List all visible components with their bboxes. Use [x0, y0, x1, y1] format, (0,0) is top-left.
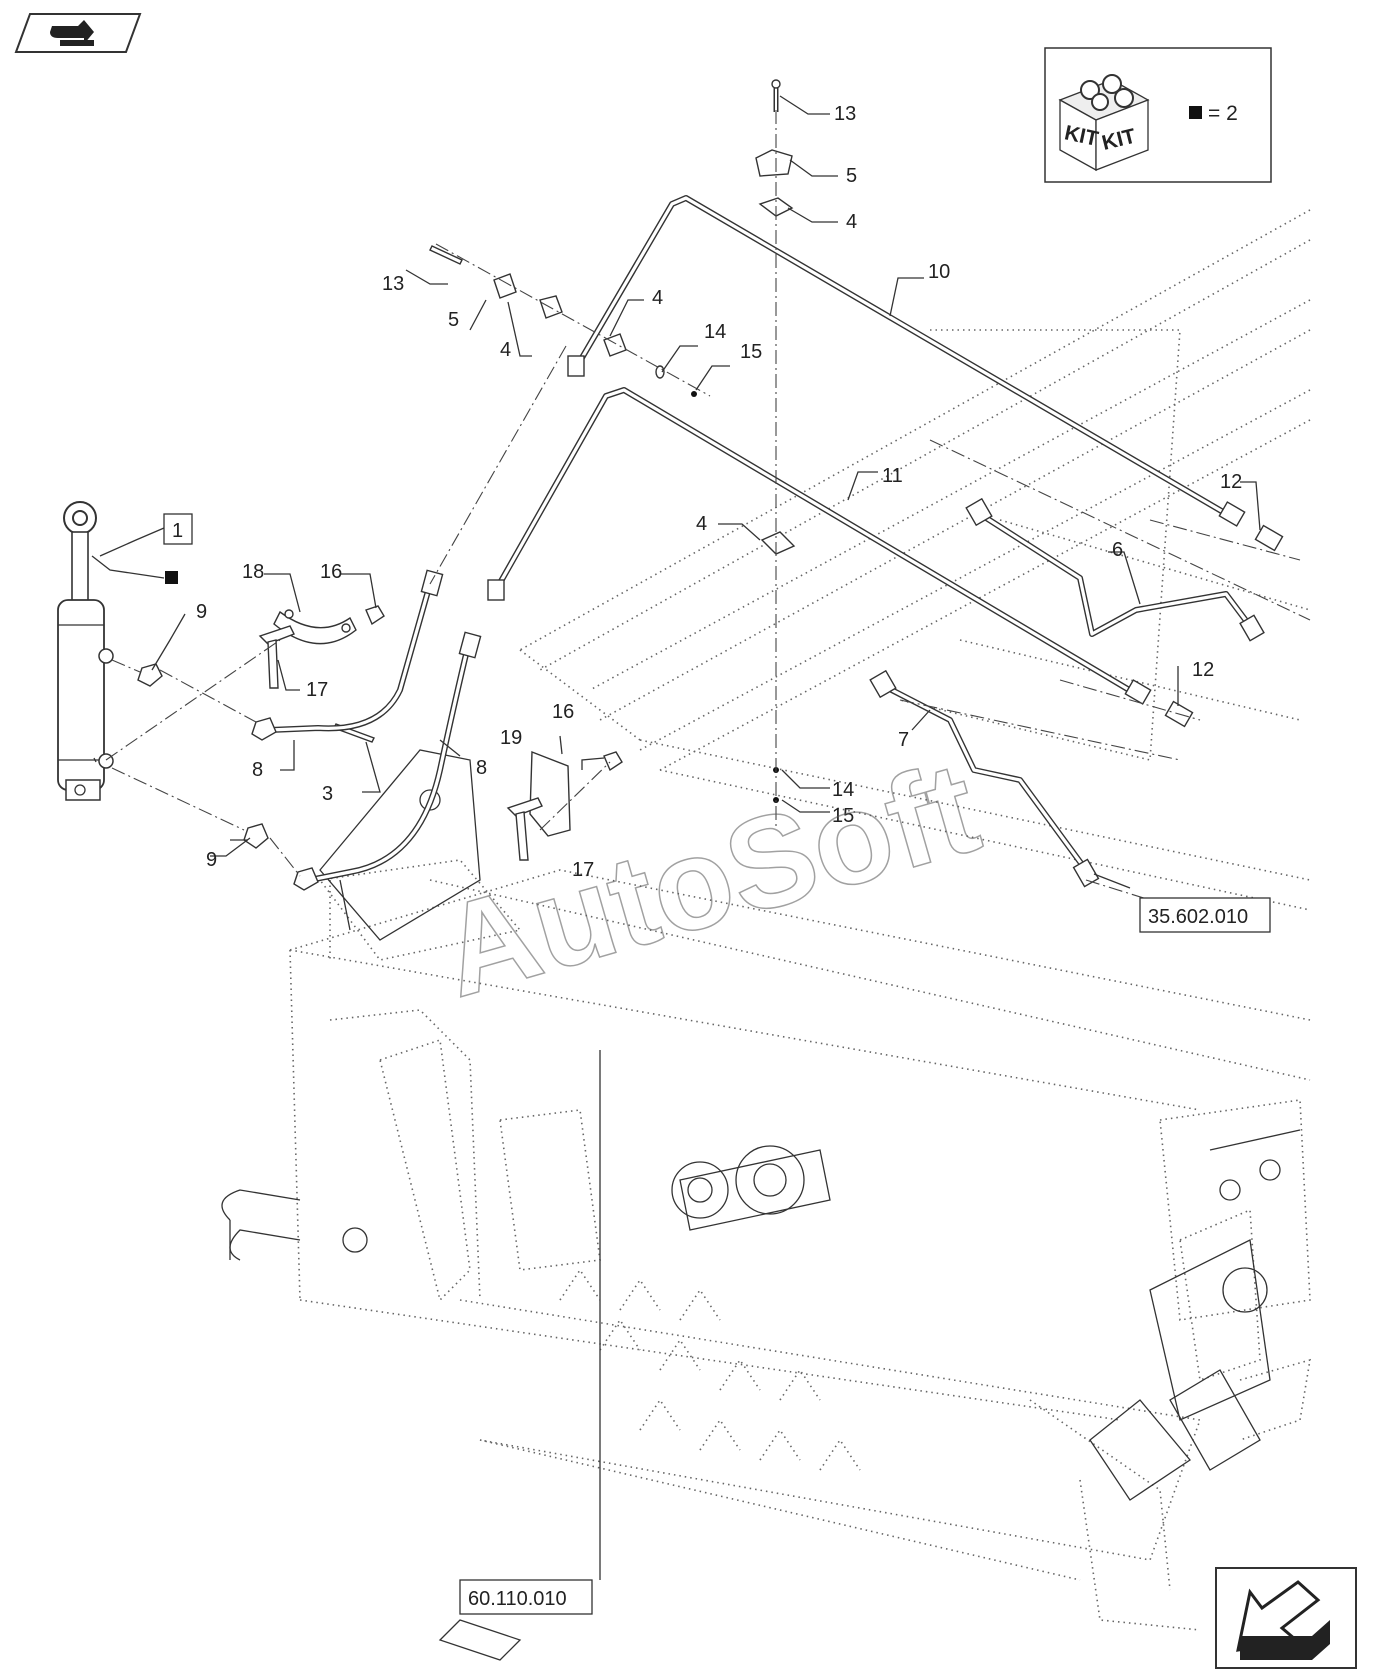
callout-5-left[interactable]: 5: [448, 309, 459, 331]
pin-upper[interactable]: [258, 625, 295, 689]
hose-lower[interactable]: [293, 631, 482, 891]
callout-18[interactable]: 18: [242, 561, 264, 583]
kit-box: KIT KIT = 2: [1044, 47, 1272, 183]
reference-bottom[interactable]: 60.110.010: [459, 1579, 593, 1615]
callout-8-lower[interactable]: 8: [476, 757, 487, 779]
callout-15-upper[interactable]: 15: [740, 341, 762, 363]
reference-right[interactable]: 35.602.010: [1139, 897, 1271, 933]
mount-bracket: [319, 749, 1271, 1421]
bracket-plate-19[interactable]: [529, 750, 571, 837]
reference-bottom-label[interactable]: 60.110.010: [468, 1588, 567, 1610]
pipe-6[interactable]: [965, 497, 1265, 642]
hose-upper[interactable]: [251, 569, 444, 741]
kit-marker: [1189, 106, 1202, 119]
callout-14-lower[interactable]: 14: [832, 779, 854, 801]
callout-19[interactable]: 19: [500, 727, 522, 749]
callout-13-left[interactable]: 13: [382, 273, 404, 295]
pointing-hand-icon: [50, 20, 94, 46]
callout-9-upper[interactable]: 9: [196, 601, 207, 623]
clip-set-left[interactable]: [429, 245, 697, 397]
bolt-lower[interactable]: [603, 751, 623, 772]
callout-3[interactable]: 3: [322, 783, 333, 805]
callout-8-upper[interactable]: 8: [252, 759, 263, 781]
hydraulic-cylinder[interactable]: [57, 501, 114, 801]
callout-4-lower[interactable]: 4: [696, 513, 707, 535]
callout-4-top[interactable]: 4: [846, 211, 857, 233]
fitting-upper[interactable]: [137, 663, 163, 687]
callout-13-top[interactable]: 13: [834, 103, 856, 125]
callout-12-lower[interactable]: 12: [1192, 659, 1214, 681]
machine-frame: [289, 209, 1311, 1631]
callout-17-upper[interactable]: 17: [306, 679, 328, 701]
callout-15-lower[interactable]: 15: [832, 805, 854, 827]
clamp[interactable]: [273, 609, 357, 645]
callout-5-top[interactable]: 5: [846, 165, 857, 187]
assembly-lines: [105, 110, 1311, 901]
callout-4-mid[interactable]: 4: [652, 287, 663, 309]
callout-10[interactable]: 10: [928, 261, 950, 283]
pipe-11[interactable]: [487, 387, 1152, 705]
callout-11[interactable]: 11: [882, 465, 903, 487]
callout-6[interactable]: 6: [1112, 539, 1123, 561]
callout-7[interactable]: 7: [898, 729, 909, 751]
reference-right-label[interactable]: 35.602.010: [1148, 906, 1248, 928]
nav-return-button[interactable]: [1215, 1567, 1357, 1669]
callout-17-lower[interactable]: 17: [572, 859, 594, 881]
callout-box-1: [163, 513, 193, 545]
watermark: AutoSoft: [425, 733, 993, 1025]
callout-14-upper[interactable]: 14: [704, 321, 726, 343]
callout-12-upper[interactable]: 12: [1220, 471, 1242, 493]
arrow-back-icon: [1236, 1580, 1330, 1660]
callout-9-lower[interactable]: 9: [206, 849, 217, 871]
bolt-upper[interactable]: [365, 605, 385, 626]
pin-lower[interactable]: [506, 797, 543, 861]
callout-1[interactable]: 1: [172, 520, 183, 542]
kit-marker-callout: [165, 571, 178, 584]
nav-back-button[interactable]: [14, 13, 142, 53]
kit-quantity: = 2: [1208, 102, 1238, 125]
union-fitting-upper[interactable]: [1254, 524, 1284, 552]
fitting-lower[interactable]: [243, 823, 269, 849]
pipe-7[interactable]: [869, 669, 1100, 888]
kit-box-icon: [1058, 74, 1150, 172]
pipe-10[interactable]: [567, 195, 1246, 527]
callout-16-lower[interactable]: 16: [552, 701, 574, 723]
callout-4-left[interactable]: 4: [500, 339, 511, 361]
axle-assembly: [221, 1129, 1301, 1661]
callouts: 1 9 9 18 16 17 8 3 8 19 16 17 13 5 4 4 1…: [163, 103, 1242, 881]
clip-set-top[interactable]: [755, 79, 796, 803]
callout-16-upper[interactable]: 16: [320, 561, 342, 583]
leader-lines: [91, 95, 1261, 1580]
